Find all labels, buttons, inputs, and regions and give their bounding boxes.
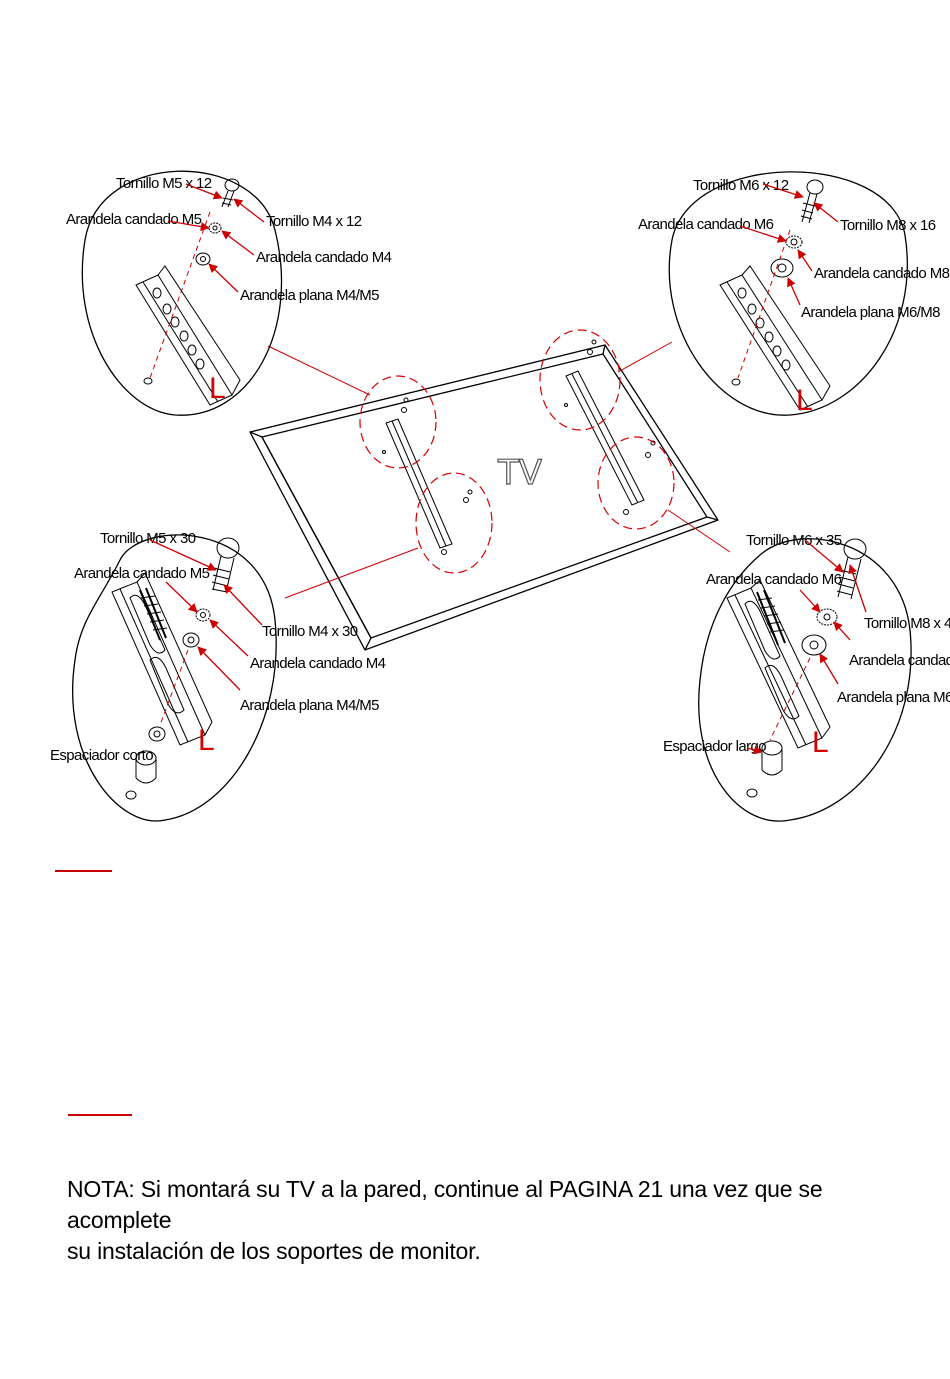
mark-l-top-left: L bbox=[209, 372, 226, 405]
label-tr-lockwasher-m8: Arandela candado M8 bbox=[814, 265, 950, 282]
leaders-bottom-left bbox=[149, 539, 263, 691]
detail-bottom-left: L Tornillo M5 x 30 Arandela candado M5 T… bbox=[50, 530, 386, 822]
tv-label: TV bbox=[497, 453, 542, 493]
detail-top-right: L Tornillo M6 x 12 Arandela candado M6 T… bbox=[638, 171, 950, 417]
detail-connector-lines bbox=[267, 341, 731, 599]
label-bl-lockwasher-m5: Arandela candado M5 bbox=[74, 565, 210, 582]
leaders-top-left bbox=[167, 183, 265, 293]
red-rules bbox=[55, 870, 132, 1116]
installation-note: NOTA: Si montará su TV a la pared, conti… bbox=[67, 1174, 927, 1267]
label-bl-spacer: Espaciador corto bbox=[50, 747, 153, 764]
note-line-1: NOTA: Si montará su TV a la pared, conti… bbox=[67, 1176, 823, 1233]
label-br-lockwasher-m6: Arandela candado M6 bbox=[706, 571, 842, 588]
label-tr-flatwasher: Arandela plana M6/M8 bbox=[801, 304, 940, 321]
label-tr-screw-m6: Tornillo M6 x 12 bbox=[693, 177, 789, 194]
label-tr-lockwasher-m6: Arandela candado M6 bbox=[638, 216, 774, 233]
mark-l-bottom-left: L bbox=[198, 724, 215, 757]
tv-left-rail bbox=[382, 397, 473, 555]
label-br-flatwasher: Arandela plana M6/M8 bbox=[837, 689, 950, 706]
label-br-screw-m6: Tornillo M6 x 35 bbox=[746, 532, 842, 549]
label-tl-lockwasher-m4: Arandela candado M4 bbox=[256, 249, 392, 266]
label-tl-screw-m4: Tornillo M4 x 12 bbox=[266, 213, 362, 230]
label-bl-flatwasher: Arandela plana M4/M5 bbox=[240, 697, 379, 714]
label-tl-lockwasher-m5: Arandela candado M5 bbox=[66, 211, 202, 228]
label-bl-screw-m4: Tornillo M4 x 30 bbox=[262, 623, 358, 640]
label-tl-screw-m5: Tornillo M5 x 12 bbox=[116, 175, 212, 192]
mark-l-top-right: L bbox=[796, 384, 813, 417]
label-br-screw-m8: Tornillo M8 x 40 bbox=[864, 615, 950, 632]
label-br-spacer: Espaciador largo bbox=[663, 738, 766, 755]
tv-callout-circles bbox=[359, 329, 675, 574]
mark-l-bottom-right: L bbox=[812, 726, 829, 759]
leaders-top-right bbox=[739, 183, 839, 306]
tv-right-rail bbox=[564, 339, 656, 515]
label-tr-screw-m8: Tornillo M8 x 16 bbox=[840, 217, 936, 234]
leaders-bottom-right bbox=[746, 539, 867, 755]
detail-bottom-right: L Tornillo M6 x 35 Arandela candado M6 T… bbox=[663, 532, 950, 822]
label-tl-flatwasher: Arandela plana M4/M5 bbox=[240, 287, 379, 304]
tv-panel bbox=[249, 344, 719, 651]
note-line-2: su instalación de los soportes de monito… bbox=[67, 1238, 481, 1264]
label-bl-lockwasher-m4: Arandela candado M4 bbox=[250, 655, 386, 672]
detail-top-left: L Tornillo M5 x 12 Arandela candado M5 T… bbox=[66, 170, 392, 416]
label-bl-screw-m5: Tornillo M5 x 30 bbox=[100, 530, 196, 547]
label-br-lockwasher-m8: Arandela candado M8 bbox=[849, 652, 950, 669]
